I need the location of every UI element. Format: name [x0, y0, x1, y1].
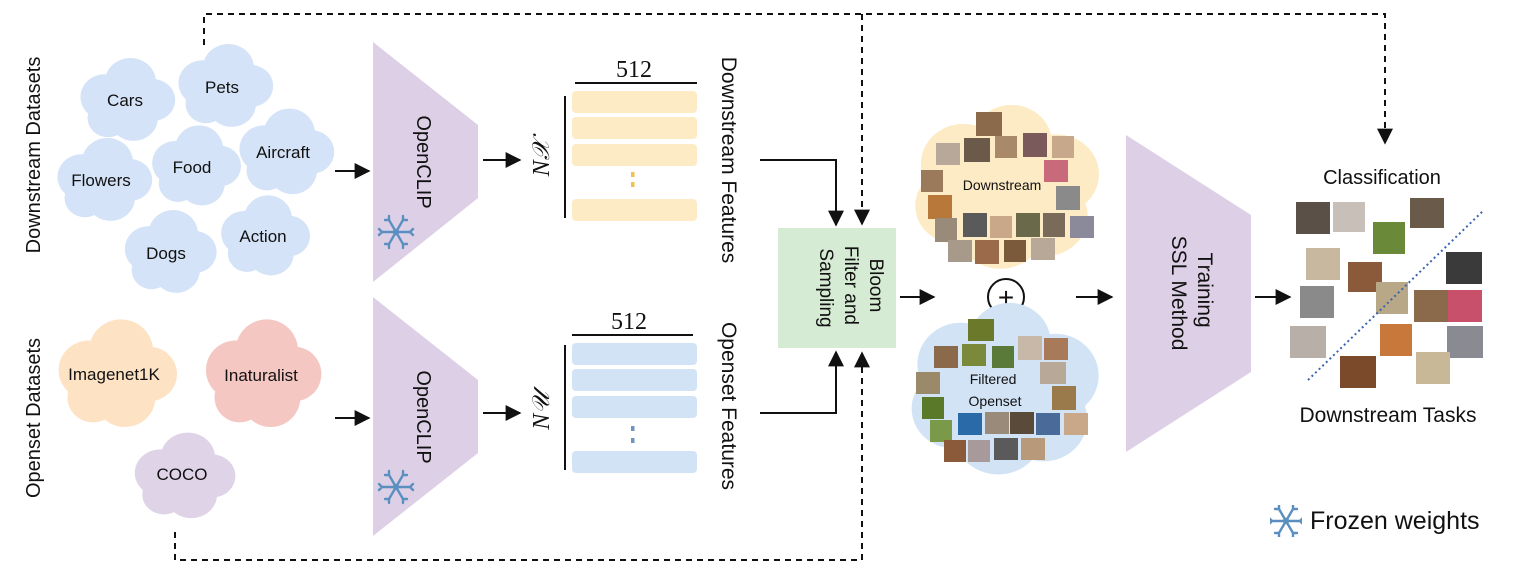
dashed-link-to-downstream-tasks — [203, 13, 1393, 145]
dataset-food: Food — [173, 158, 212, 177]
arrow-downstream-to-bloom — [760, 159, 844, 227]
training-trapezoid — [1126, 135, 1251, 452]
arrow-openset-to-bloom — [760, 350, 844, 414]
dataset-aircraft: Aircraft — [256, 143, 310, 162]
openset-feature-row — [572, 396, 697, 418]
ellipsis-dot — [631, 172, 635, 177]
training-line-1: Training — [1193, 253, 1216, 328]
pets-cloud-shape — [178, 44, 274, 127]
aircraft-cloud-shape — [239, 108, 335, 195]
downstream-tasks-label: Downstream Tasks — [1299, 404, 1476, 427]
flowers-cloud-shape — [57, 138, 153, 221]
food-cloud-shape — [152, 125, 241, 206]
downstream-size-label: N𝒳 — [529, 132, 555, 177]
cloud-action — [221, 195, 310, 276]
legend: Frozen weights — [1270, 505, 1480, 537]
bloom-filter-box — [778, 228, 896, 348]
cloud-imagenet — [58, 319, 177, 428]
encoder-downstream-label: OpenCLIP — [412, 115, 434, 208]
filtered-line-1: Filtered — [970, 371, 1017, 387]
encoder-openset-label: OpenCLIP — [412, 370, 434, 463]
filtered-line-2: Openset — [969, 393, 1022, 409]
ellipsis-dot — [631, 426, 635, 431]
imagenet-cloud-shape — [58, 319, 177, 428]
decision-boundary — [1307, 209, 1485, 381]
downstream-feature-row — [572, 144, 697, 166]
cloud-flowers — [57, 138, 153, 221]
downstream-feature-row — [572, 199, 697, 221]
encoder-downstream — [373, 42, 478, 282]
training-line-2: SSL Method — [1167, 236, 1190, 351]
encoder-openset — [373, 297, 478, 536]
downstream-group-label: Downstream Datasets — [23, 57, 45, 254]
openset-group-label: Openset Datasets — [23, 338, 45, 498]
dataset-flowers: Flowers — [71, 171, 131, 190]
openset-features-label: Openset Features — [717, 322, 740, 490]
downstream-feature-row — [572, 117, 697, 139]
image-thumbs-downstream — [921, 112, 1094, 264]
dataset-dogs: Dogs — [146, 244, 186, 263]
openset-size-label: N𝒰 — [529, 386, 555, 431]
dataset-action: Action — [239, 227, 286, 246]
cloud-coco — [134, 432, 236, 519]
training-label: Training SSL Method — [1167, 236, 1216, 351]
inaturalist-cloud-shape — [205, 319, 322, 428]
merge-downstream-label: Downstream — [963, 177, 1042, 193]
coco-cloud-shape — [134, 432, 236, 519]
openset-feature-row — [572, 369, 697, 391]
downstream-dim-label: 512 — [616, 57, 652, 83]
cloud-cars — [80, 58, 176, 141]
classification-label: Classification — [1323, 167, 1441, 189]
snowflake-icon — [1270, 505, 1302, 537]
dataset-cars: Cars — [107, 91, 143, 110]
cloud-food — [152, 125, 241, 206]
ellipsis-dot — [631, 182, 635, 187]
downstream-feature-row — [572, 91, 697, 113]
action-cloud-shape — [221, 195, 310, 276]
openset-dim-label: 512 — [611, 309, 647, 335]
image-thumbs-openset — [916, 319, 1088, 462]
bloom-filter-label: Bloom Filter and Sampling — [815, 246, 886, 330]
downstream-features-label: Downstream Features — [717, 57, 740, 264]
dataset-coco: COCO — [157, 465, 208, 484]
dataset-inaturalist: Inaturalist — [224, 366, 298, 385]
dataset-imagenet: Imagenet1K — [68, 365, 160, 384]
cloud-pets — [178, 44, 274, 127]
openset-feature-row — [572, 343, 697, 365]
merge-filtered-label: Filtered Openset — [969, 371, 1022, 409]
dataset-pets: Pets — [205, 78, 239, 97]
dogs-cloud-shape — [124, 210, 217, 293]
bloom-line-1: Bloom — [865, 258, 886, 312]
cloud-aircraft — [239, 108, 335, 195]
cloud-inaturalist — [205, 319, 322, 428]
bloom-line-3: Sampling — [815, 248, 836, 327]
bloom-line-2: Filter and — [840, 246, 861, 325]
dashed-link-openset-to-bloom — [174, 351, 870, 561]
legend-text: Frozen weights — [1310, 506, 1480, 535]
openset-feature-row — [572, 451, 697, 473]
cloud-dogs — [124, 210, 217, 293]
classification-image-grid — [1290, 198, 1483, 388]
cars-cloud-shape — [80, 58, 176, 141]
ellipsis-dot — [631, 438, 635, 443]
